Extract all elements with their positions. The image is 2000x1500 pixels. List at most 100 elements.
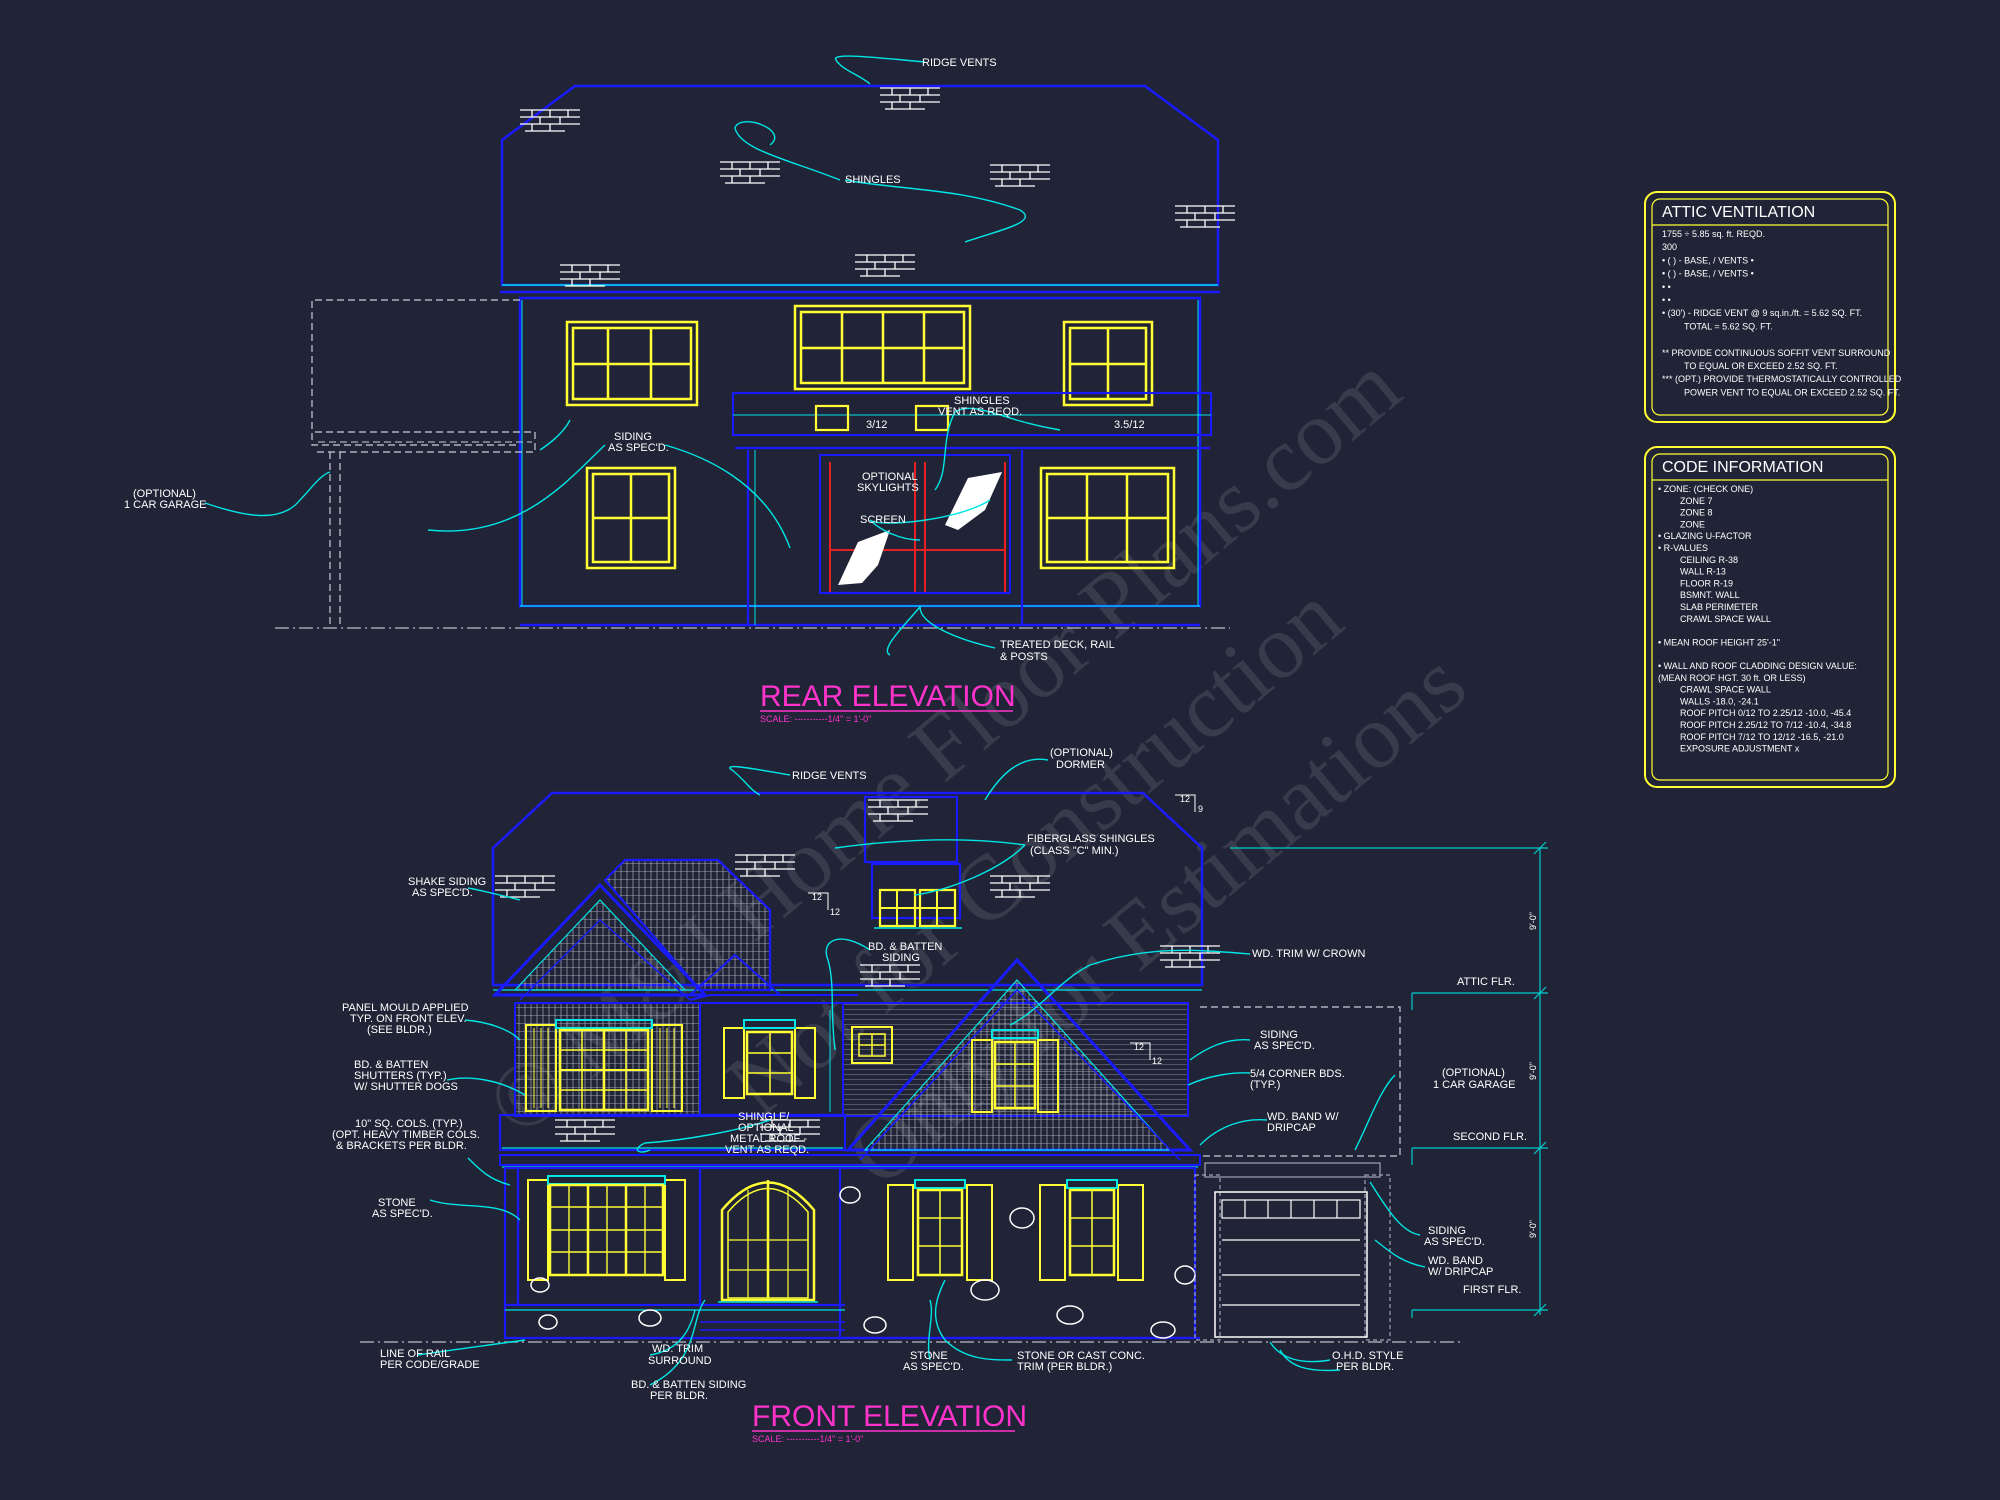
code-information-line: ZONE — [1680, 519, 1705, 529]
code-information-line: FLOOR R-19 — [1680, 578, 1733, 588]
rear-upper-windows — [565, 304, 1154, 407]
attic-ventilation-line: • ( ) - BASE, / VENTS • — [1662, 255, 1754, 265]
front-label-metal-3: METAL ROOF - — [730, 1133, 807, 1145]
rear-label-shingles: SHINGLES — [845, 174, 901, 186]
code-information-line: ROOF PITCH 0/12 TO 2.25/12 -10.0, -45.4 — [1680, 708, 1851, 718]
code-information-line: CEILING R-38 — [1680, 555, 1738, 565]
attic-ventilation-line: • • — [1662, 282, 1671, 292]
rear-label-skylights-1: OPTIONAL — [862, 471, 918, 483]
front-label-siding-right-2: AS SPEC'D. — [1254, 1040, 1315, 1052]
front-label-siding-garage-1: SIDING — [1428, 1225, 1466, 1237]
front-pitch-c: 12 — [812, 892, 822, 902]
rear-leaders — [204, 55, 1061, 656]
front-label-shutters-3: W/ SHUTTER DOGS — [354, 1081, 458, 1093]
code-information-line: SLAB PERIMETER — [1680, 602, 1759, 612]
front-label-metal-2: OPTIONAL — [738, 1122, 794, 1134]
front-pitch-b: 9 — [1198, 804, 1203, 814]
front-label-wd-band-1: WD. BAND W/ — [1267, 1111, 1339, 1123]
front-label-wd-trim-2: SURROUND — [648, 1355, 712, 1367]
front-label-garage-2: 1 CAR GARAGE — [1433, 1079, 1516, 1091]
code-information-panel: CODE INFORMATION • ZONE: (CHECK ONE) ZONE… — [1644, 446, 1896, 788]
front-label-stone-bot-2: AS SPEC'D. — [903, 1361, 964, 1373]
front-dimension-lines — [1230, 841, 1548, 1318]
attic-ventilation-line: • ( ) - BASE, / VENTS • — [1662, 269, 1754, 279]
front-label-cols-1: 10" SQ. COLS. (TYP.) — [355, 1118, 463, 1130]
front-label-corner-2: (TYP.) — [1250, 1079, 1280, 1091]
front-label-shake-1: SHAKE SIDING — [408, 876, 486, 888]
code-information-line: WALLS -18.0, -24.1 — [1680, 696, 1759, 706]
front-label-shutters-2: SHUTTERS (TYP.) — [354, 1070, 447, 1082]
front-label-metal-4: VENT AS REQD. — [725, 1144, 809, 1156]
rear-roof — [500, 84, 1220, 294]
rear-label-pitch-a: 3/12 — [866, 419, 887, 431]
rear-lower-windows — [585, 466, 1176, 570]
front-label-rail-1: LINE OF RAIL — [380, 1348, 450, 1360]
front-label-ohd-1: O.H.D. STYLE — [1332, 1350, 1404, 1362]
front-label-wd-band2-1: WD. BAND — [1428, 1255, 1483, 1267]
front-label-siding-garage-2: AS SPEC'D. — [1424, 1236, 1485, 1248]
code-information-line: • R-VALUES — [1658, 543, 1708, 553]
rear-elevation-scale: SCALE: -----------1/4" = 1'-0" — [760, 714, 871, 724]
front-second-floor-windows — [525, 1019, 893, 1112]
code-information-line: • MEAN ROOF HEIGHT 25'-1" — [1658, 637, 1780, 647]
attic-ventilation-line: *** (OPT.) PROVIDE THERMOSTATICALLY CONT… — [1662, 374, 1902, 384]
front-label-bd-batten-top-2: SIDING — [882, 952, 920, 964]
front-label-cols-3: & BRACKETS PER BLDR. — [336, 1140, 467, 1152]
attic-ventilation-line: 300 — [1662, 242, 1677, 252]
code-information-line: EXPOSURE ADJUSTMENT x — [1680, 744, 1800, 754]
front-label-corner-1: 5/4 CORNER BDS. — [1250, 1068, 1345, 1080]
front-right-gable — [844, 957, 1194, 1161]
rear-porch — [731, 391, 1213, 625]
front-label-dormer-2: DORMER — [1056, 759, 1105, 771]
code-information-line: CRAWL SPACE WALL — [1680, 685, 1771, 695]
front-label-shake-2: AS SPEC'D. — [412, 887, 473, 899]
front-label-panel-3: (SEE BLDR.) — [367, 1024, 432, 1036]
attic-ventilation-title: ATTIC VENTILATION — [1662, 204, 1815, 221]
code-information-title: CODE INFORMATION — [1662, 459, 1823, 476]
front-label-second-flr: SECOND FLR. — [1453, 1131, 1527, 1143]
code-information-line: • GLAZING U-FACTOR — [1658, 531, 1752, 541]
front-label-cols-2: (OPT. HEAVY TIMBER COLS. — [332, 1129, 480, 1141]
front-label-bd-batten-top-1: BD. & BATTEN — [868, 941, 942, 953]
rear-label-deck-2: & POSTS — [1000, 651, 1048, 663]
code-information-line: CRAWL SPACE WALL — [1680, 614, 1771, 624]
front-label-ohd-2: PER BLDR. — [1336, 1361, 1394, 1373]
front-label-rail-2: PER CODE/GRADE — [380, 1359, 480, 1371]
code-information-line: (MEAN ROOF HGT. 30 ft. OR LESS) — [1658, 673, 1806, 683]
code-information-line: ROOF PITCH 7/12 TO 12/12 -16.5, -21.0 — [1680, 732, 1844, 742]
attic-ventilation-line: • • — [1662, 295, 1671, 305]
front-label-wd-band2-2: W/ DRIPCAP — [1428, 1266, 1493, 1278]
front-first-floor-windows — [527, 1175, 1144, 1303]
dim-second: 9'-0" — [1528, 1062, 1538, 1080]
rear-label-deck-1: TREATED DECK, RAIL — [1000, 639, 1115, 651]
front-label-cast-1: STONE OR CAST CONC. — [1017, 1350, 1145, 1362]
front-label-wd-trim-crown: WD. TRIM W/ CROWN — [1252, 948, 1365, 960]
front-label-garage-1: (OPTIONAL) — [1442, 1067, 1505, 1079]
front-left-gables — [491, 858, 858, 1001]
front-label-wd-trim-1: WD. TRIM — [652, 1343, 703, 1355]
front-label-fiberglass-1: FIBERGLASS SHINGLES — [1027, 833, 1155, 845]
code-information-line: • ZONE: (CHECK ONE) — [1658, 484, 1753, 494]
front-label-first-flr: FIRST FLR. — [1463, 1284, 1521, 1296]
rear-main-wall — [275, 296, 1230, 629]
front-pitch-e: 12 — [1134, 1042, 1144, 1052]
front-label-shutters-1: BD. & BATTEN — [354, 1059, 428, 1071]
code-information-line: ZONE 7 — [1680, 496, 1713, 506]
front-label-stone-left-1: STONE — [378, 1197, 416, 1209]
dim-first: 9'-0" — [1528, 1220, 1538, 1238]
front-label-stone-left-2: AS SPEC'D. — [372, 1208, 433, 1220]
rear-label-screen: SCREEN — [860, 514, 906, 526]
code-information-line: ZONE 8 — [1680, 508, 1713, 518]
front-elevation: 9'-0" 9'-0" 9'-0" — [332, 747, 1548, 1444]
attic-ventilation-line: TOTAL = 5.62 SQ. FT. — [1684, 321, 1773, 331]
code-information-line: WALL R-13 — [1680, 567, 1726, 577]
front-elevation-title: FRONT ELEVATION — [752, 1400, 1027, 1433]
front-label-ridge-vents: RIDGE VENTS — [792, 770, 867, 782]
rear-label-shingles-vent-1: SHINGLES — [954, 395, 1010, 407]
attic-ventilation-line: TO EQUAL OR EXCEED 2.52 SQ. FT. — [1684, 361, 1838, 371]
front-label-panel-1: PANEL MOULD APPLIED — [342, 1002, 469, 1014]
rear-label-siding-1: SIDING — [614, 431, 652, 443]
attic-ventilation-line: ** PROVIDE CONTINUOUS SOFFIT VENT SURROU… — [1662, 348, 1891, 358]
